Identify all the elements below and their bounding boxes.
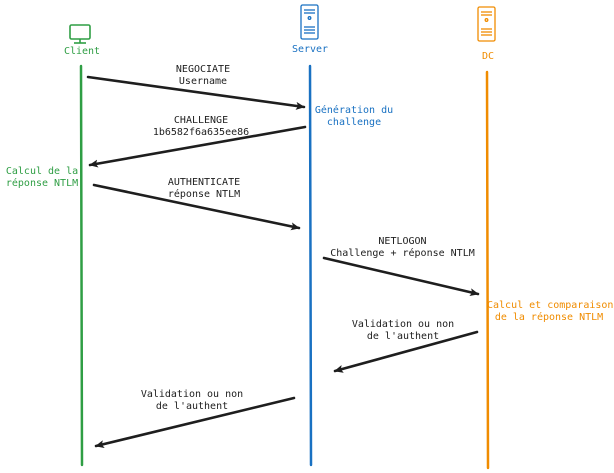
arrow-challenge: [88, 125, 307, 168]
dc-server-tower-icon: [477, 6, 496, 42]
client-lifeline: [79, 64, 84, 467]
server-actor-label: Server: [291, 44, 329, 55]
message-label-authenticate: AUTHENTICATE réponse NTLM: [167, 177, 241, 200]
message-label-server-validation: Validation ou non de l'authent: [140, 389, 244, 412]
arrow-dc-validation: [333, 330, 479, 373]
message-label-challenge: CHALLENGE 1b6582f6a635ee86: [152, 115, 250, 138]
arrow-negociate: [86, 75, 306, 110]
message-label-netlogon: NETLOGON Challenge + réponse NTLM: [330, 236, 475, 259]
arrow-netlogon: [322, 256, 480, 297]
server-lifeline: [308, 64, 313, 467]
dc-lifeline: [485, 70, 490, 470]
message-label-dc-validation: Validation ou non de l'authent: [351, 319, 455, 342]
arrow-authenticate: [92, 183, 301, 231]
message-label-negociate: NEGOCIATE Username: [175, 64, 231, 87]
note-dc-computation: Calcul et comparaison de la réponse NTLM: [487, 300, 614, 323]
arrow-server-validation: [94, 396, 296, 449]
monitor-icon: [69, 24, 91, 44]
server-tower-icon: [300, 4, 319, 40]
note-client-computation: Calcul de la réponse NTLM: [5, 166, 79, 189]
note-server-generation: Génération du challenge: [314, 105, 394, 128]
client-actor-label: Client: [63, 46, 101, 57]
dc-actor-label: DC: [481, 51, 495, 62]
